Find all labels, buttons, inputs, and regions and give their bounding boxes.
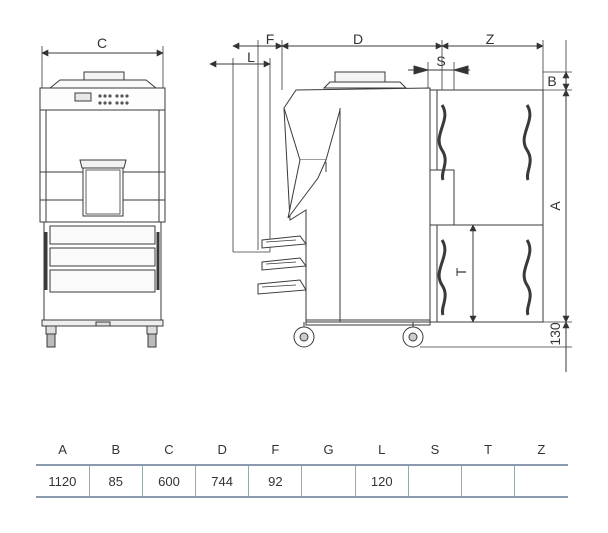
- label-a: A: [547, 201, 563, 211]
- table-header-l: L: [378, 441, 386, 457]
- table-header-c: C: [164, 441, 174, 457]
- technical-drawing: C: [39, 31, 572, 372]
- table-cell-a: 1120: [36, 464, 90, 498]
- label-c: C: [97, 35, 107, 51]
- table-cell-t: [460, 464, 515, 498]
- table-header-s: S: [430, 441, 440, 457]
- table-cell-d: 744: [195, 464, 249, 498]
- table-header-d: D: [217, 441, 227, 457]
- table-header-z: Z: [537, 441, 546, 457]
- table-cell-z: [514, 464, 568, 498]
- side-view: [209, 40, 572, 372]
- table-header-f: F: [271, 441, 280, 457]
- label-d: D: [353, 31, 363, 47]
- table-cell-f: 92: [248, 464, 302, 498]
- table-header-b: B: [111, 441, 121, 457]
- front-view: [39, 46, 166, 348]
- table-cell-b: 85: [88, 464, 143, 498]
- table-row: 1120 85 600 744 92 120: [36, 464, 568, 498]
- table-header-g: G: [323, 441, 334, 457]
- label-130: 130: [547, 322, 563, 346]
- label-l: L: [247, 49, 255, 65]
- table-header-a: A: [58, 441, 67, 457]
- table-cell-c: 600: [141, 464, 196, 498]
- label-t: T: [453, 267, 469, 276]
- label-z: Z: [486, 31, 495, 47]
- table-header-row: A B C D F G L S T Z: [36, 434, 568, 465]
- table-cell-g: [301, 464, 356, 498]
- table-header-t: T: [484, 441, 493, 457]
- label-s: S: [436, 53, 445, 69]
- label-b: B: [547, 73, 556, 89]
- table-cell-l: 120: [354, 464, 409, 498]
- table-cell-s: [407, 464, 462, 498]
- dimension-table: A B C D F G L S T Z 1120 85 600 744 92 1…: [36, 434, 568, 498]
- label-f: F: [266, 31, 275, 47]
